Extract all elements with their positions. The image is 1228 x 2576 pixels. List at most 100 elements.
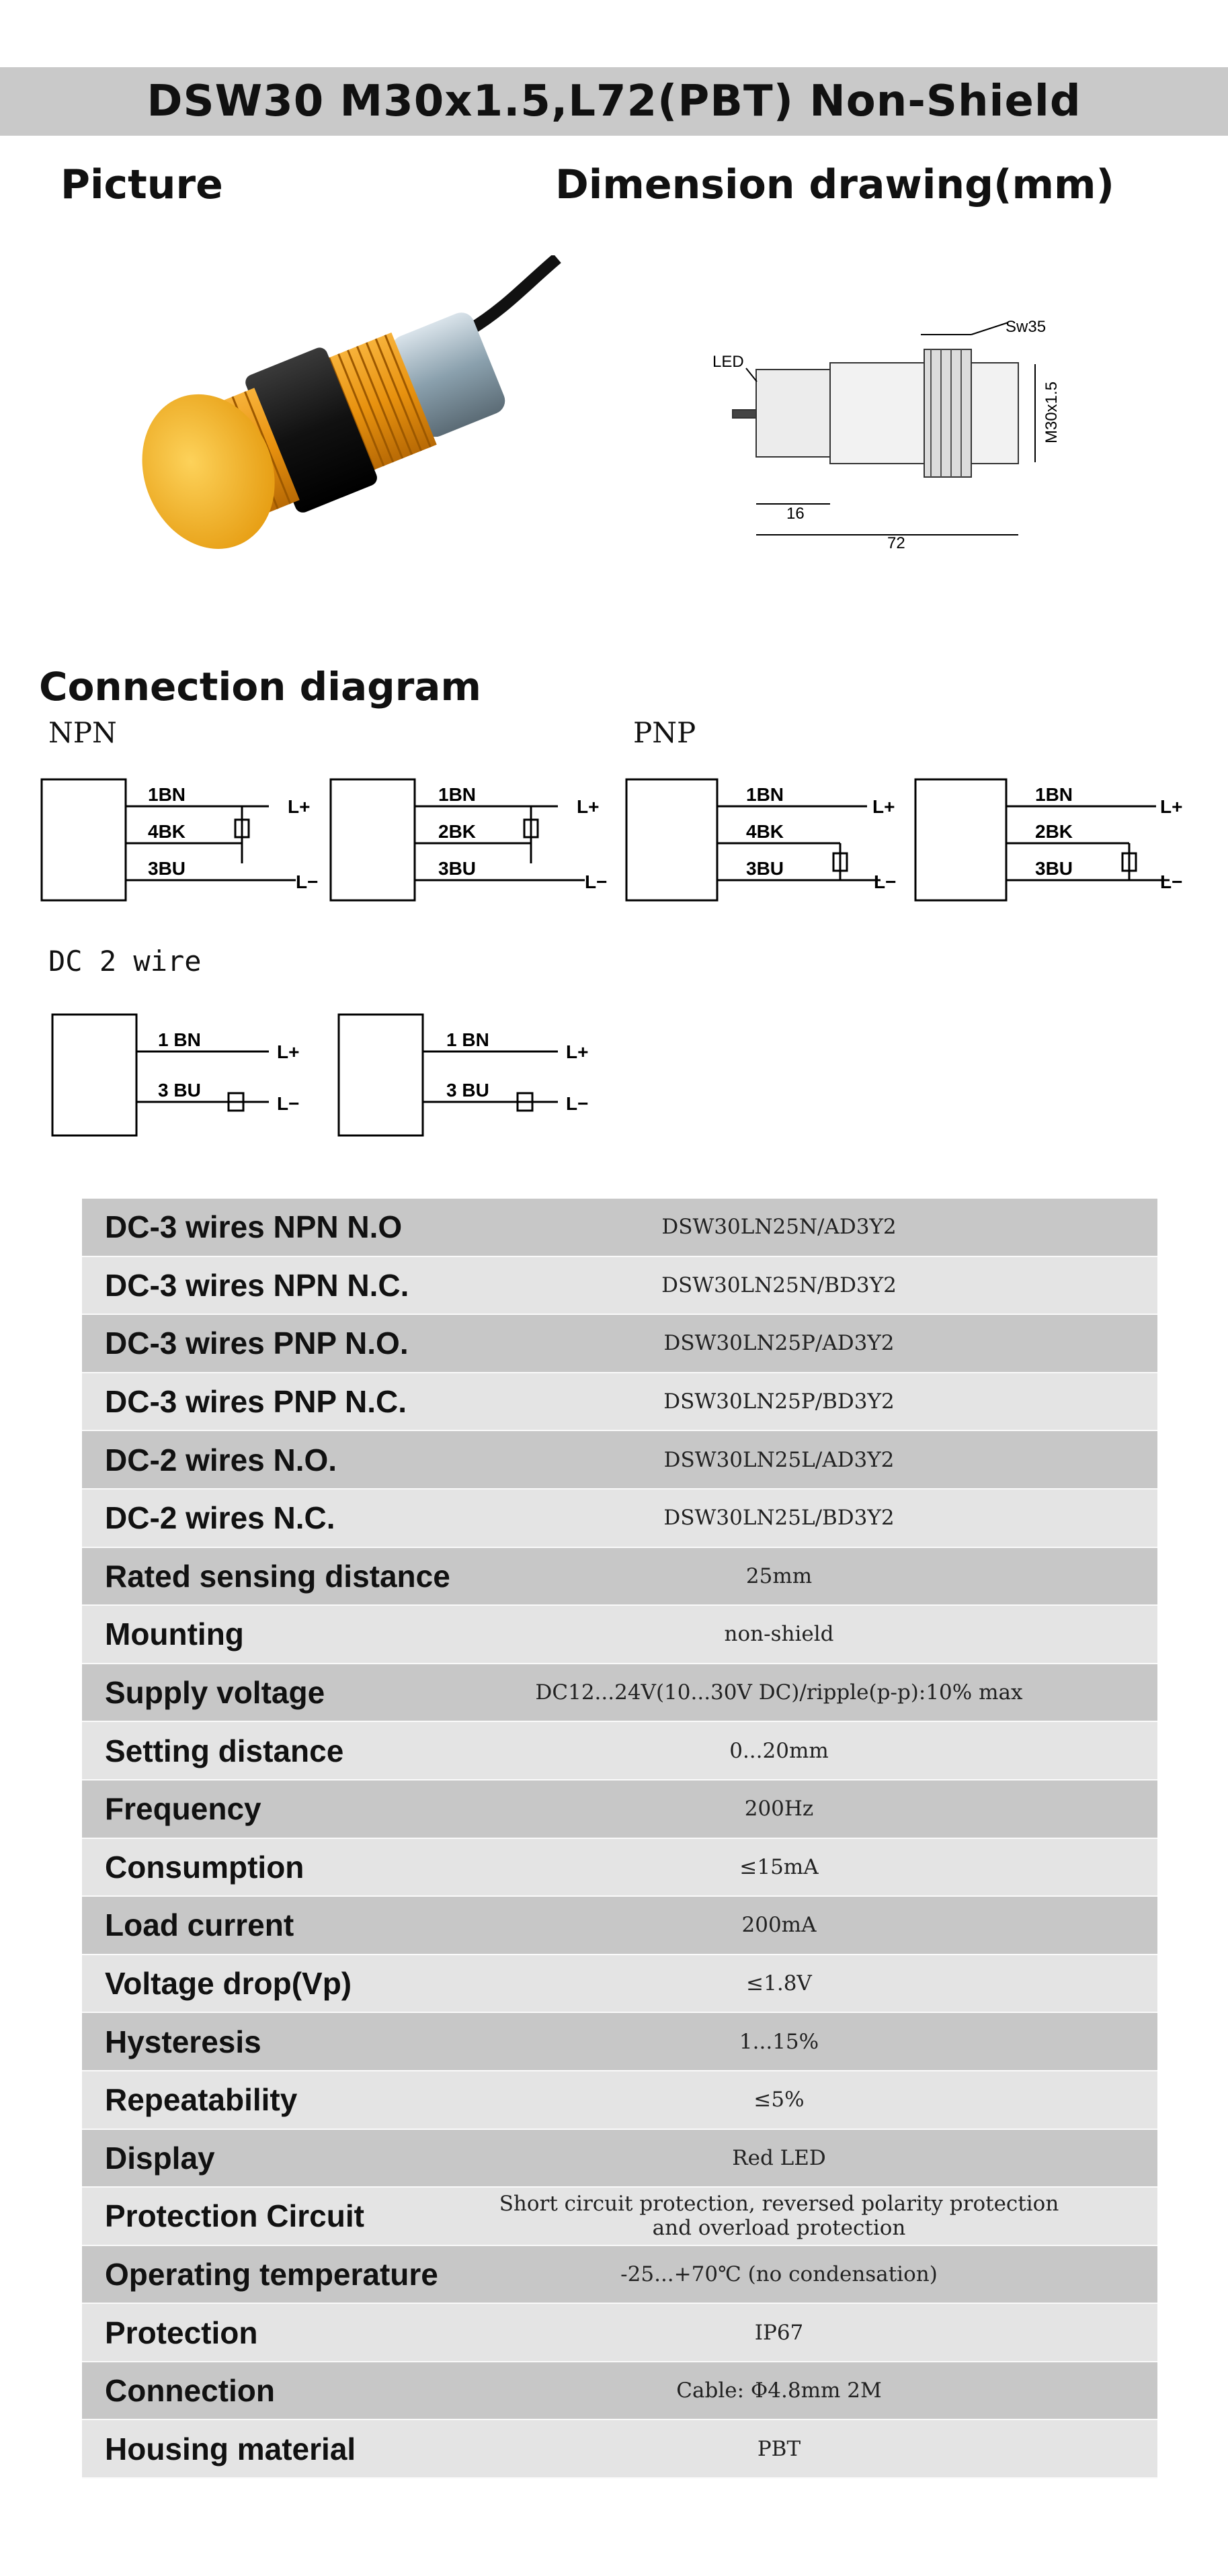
spec-name: Repeatability [82, 2070, 481, 2130]
npn-no-bk: 4BK [148, 821, 186, 842]
spec-name: Connection [82, 2361, 481, 2421]
pnp-nc-lplus: L+ [1160, 796, 1182, 817]
spec-name: Display [82, 2129, 481, 2188]
spec-value: ≤15mA [481, 1838, 1157, 1897]
dc2-wire-label: DC 2 wire [48, 945, 202, 978]
thread-label: M30x1.5 [1042, 382, 1061, 443]
pnp-nc-bn: 1BN [1035, 784, 1073, 805]
spec-name: DC-3 wires NPN N.C. [82, 1256, 481, 1316]
spec-name: Voltage drop(Vp) [82, 1954, 481, 2014]
spec-row: Voltage drop(Vp)≤1.8V [82, 1954, 1157, 2014]
npn-nc-bn: 1BN [438, 784, 476, 805]
dc2-nc-lplus: L+ [566, 1041, 588, 1062]
spec-value: 1...15% [481, 2012, 1157, 2071]
spec-value: Cable: Φ4.8mm 2M [481, 2361, 1157, 2421]
spec-name: Protection Circuit [82, 2187, 481, 2246]
spec-name: Operating temperature [82, 2245, 481, 2305]
sensor-product-image [142, 255, 561, 549]
spec-value: DSW30LN25L/BD3Y2 [481, 1488, 1157, 1548]
spec-value: -25...+70℃ (no condensation) [481, 2245, 1157, 2305]
wrench-size-label: Sw35 [1006, 318, 1046, 336]
pnp-no-bn: 1BN [746, 784, 784, 805]
front-length-label: 16 [786, 505, 805, 523]
wiring-diagrams: 1BN 4BK 3BU L+ L− 1BN 2BK 3BU L+ L− 1BN … [40, 778, 1182, 1137]
npn-no-bu: 3BU [148, 858, 186, 879]
spec-value: Short circuit protection, reversed polar… [481, 2187, 1157, 2246]
dc2-nc-bu: 3 BU [446, 1080, 489, 1101]
npn-nc-lminus: L− [585, 871, 607, 892]
dc2-no-lminus: L− [277, 1093, 299, 1114]
spec-value: 200Hz [481, 1779, 1157, 1839]
npn-nc-bk: 2BK [438, 821, 476, 842]
spec-value: 25mm [481, 1547, 1157, 1606]
spec-name: Rated sensing distance [82, 1547, 481, 1606]
pnp-label: PNP [633, 716, 696, 749]
spec-name: Mounting [82, 1605, 481, 1664]
spec-value: ≤1.8V [481, 1954, 1157, 2014]
npn-no-bn: 1BN [148, 784, 186, 805]
spec-name: Housing material [82, 2419, 481, 2479]
spec-value: Red LED [481, 2129, 1157, 2188]
spec-name: Frequency [82, 1779, 481, 1839]
spec-name: Protection [82, 2303, 481, 2362]
spec-row: Consumption≤15mA [82, 1838, 1157, 1897]
pnp-no-lplus: L+ [872, 796, 895, 817]
spec-row: DC-2 wires N.O.DSW30LN25L/AD3Y2 [82, 1430, 1157, 1490]
dc2-nc-lminus: L− [566, 1093, 588, 1114]
spec-row: Repeatability≤5% [82, 2070, 1157, 2130]
pnp-nc-lminus: L− [1160, 871, 1182, 892]
dc2-nc-bn: 1 BN [446, 1029, 489, 1050]
spec-value: ≤5% [481, 2070, 1157, 2130]
npn-nc-bu: 3BU [438, 858, 476, 879]
led-label: LED [712, 353, 744, 371]
picture-heading: Picture [60, 161, 223, 208]
pnp-nc-bk: 2BK [1035, 821, 1073, 842]
spec-name: DC-2 wires N.C. [82, 1488, 481, 1548]
spec-name: DC-2 wires N.O. [82, 1430, 481, 1490]
spec-row: DC-3 wires PNP N.O.DSW30LN25P/AD3Y2 [82, 1314, 1157, 1373]
spec-name: Hysteresis [82, 2012, 481, 2071]
spec-name: Consumption [82, 1838, 481, 1897]
page-title: DSW30 M30x1.5,L72(PBT) Non-Shield [0, 67, 1228, 136]
spec-name: DC-3 wires PNP N.O. [82, 1314, 481, 1373]
pnp-nc-bu: 3BU [1035, 858, 1073, 879]
spec-value: DSW30LN25P/BD3Y2 [481, 1372, 1157, 1432]
spec-name: Load current [82, 1896, 481, 1955]
spec-value: IP67 [481, 2303, 1157, 2362]
spec-value: DSW30LN25N/BD3Y2 [481, 1256, 1157, 1316]
spec-value: DC12...24V(10...30V DC)/ripple(p-p):10% … [481, 1663, 1157, 1723]
spec-row: DC-3 wires NPN N.C.DSW30LN25N/BD3Y2 [82, 1256, 1157, 1316]
spec-row: Operating temperature-25...+70℃ (no cond… [82, 2245, 1157, 2305]
dc2-no-bu: 3 BU [158, 1080, 201, 1101]
dc2-no-bn: 1 BN [158, 1029, 201, 1050]
spec-name: DC-3 wires PNP N.C. [82, 1372, 481, 1432]
pnp-no-lminus: L− [874, 871, 896, 892]
spec-name: DC-3 wires NPN N.O [82, 1199, 481, 1257]
spec-value: 0...20mm [481, 1721, 1157, 1780]
npn-nc-lplus: L+ [577, 796, 599, 817]
total-length-label: 72 [887, 534, 905, 552]
dimension-drawing: LED Sw35 M30x1.5 16 72 [712, 318, 1061, 552]
spec-name: Setting distance [82, 1721, 481, 1780]
npn-label: NPN [48, 716, 117, 749]
pnp-no-bu: 3BU [746, 858, 784, 879]
npn-no-lminus: L− [296, 871, 318, 892]
pnp-no-bk: 4BK [746, 821, 784, 842]
dc2-no-lplus: L+ [277, 1041, 299, 1062]
npn-no-lplus: L+ [288, 796, 310, 817]
spec-value: 200mA [481, 1896, 1157, 1955]
spec-value: PBT [481, 2419, 1157, 2479]
spec-value: non-shield [481, 1605, 1157, 1664]
spec-row: DC-3 wires PNP N.C.DSW30LN25P/BD3Y2 [82, 1372, 1157, 1432]
spec-name: Supply voltage [82, 1663, 481, 1723]
connection-heading: Connection diagram [39, 664, 481, 710]
